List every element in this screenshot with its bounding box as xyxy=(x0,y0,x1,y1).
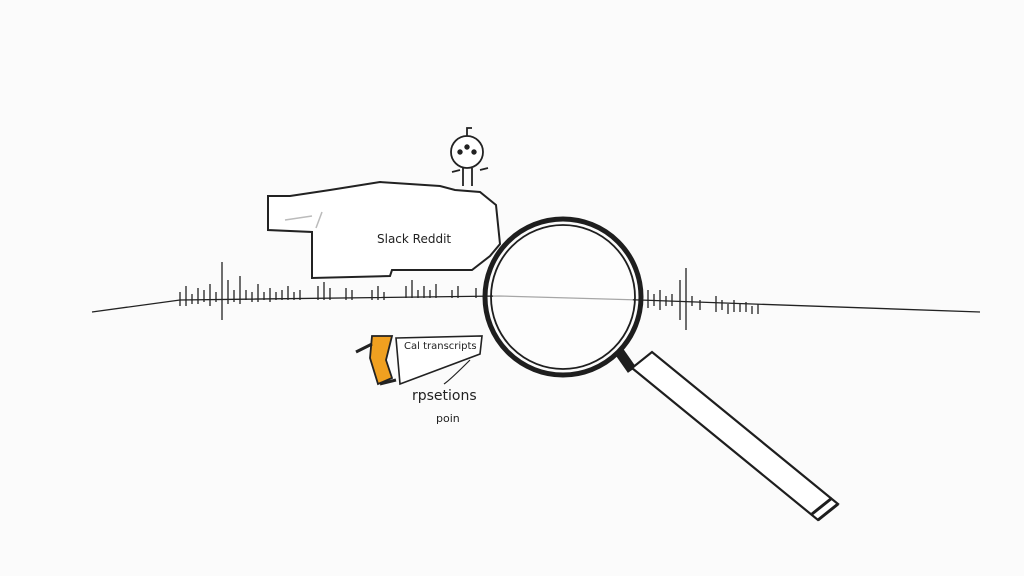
cloud-shape xyxy=(267,180,502,280)
cloud-label: Slack Reddit xyxy=(377,232,452,246)
reddit-alien-icon xyxy=(450,127,489,186)
flag-banner xyxy=(355,335,483,386)
magnifying-glass-icon xyxy=(482,216,840,522)
note-line-2: poin xyxy=(436,412,460,425)
flag-label: Cal transcripts xyxy=(404,341,477,352)
note-line-1: rpsetions xyxy=(412,388,477,404)
